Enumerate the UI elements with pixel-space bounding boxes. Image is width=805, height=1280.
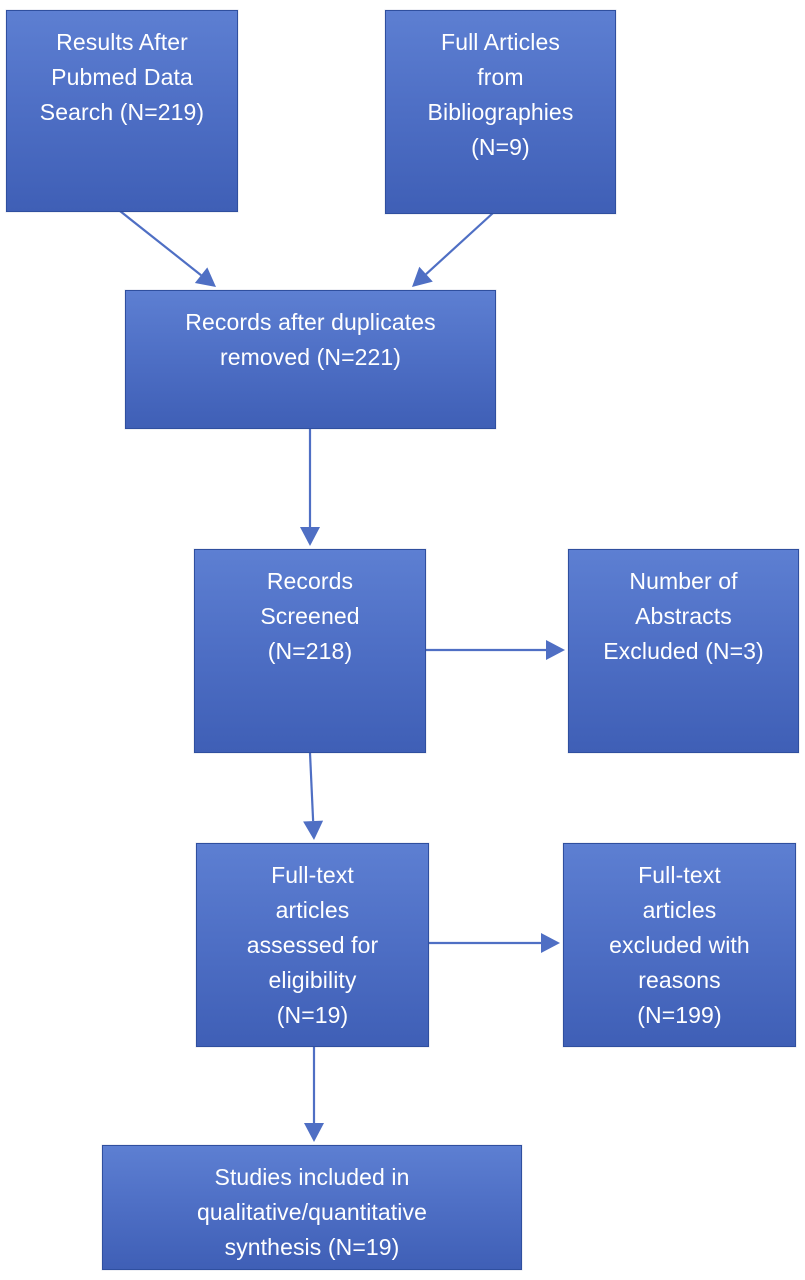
node-fulltext-assessed-label: Full-text articles assessed for eligibil…: [246, 862, 379, 1028]
node-studies-included: Studies included in qualitative/quantita…: [102, 1145, 522, 1270]
node-studies-included-label: Studies included in qualitative/quantita…: [197, 1164, 427, 1260]
node-fulltext-excluded: Full-text articles excluded with reasons…: [563, 843, 796, 1047]
arrow-records-screened-to-abstracts-excluded: [426, 640, 565, 660]
node-records-screened-label: Records Screened (N=218): [260, 568, 360, 664]
node-bibliography-articles-label: Full Articles from Bibliographies (N=9): [427, 29, 574, 160]
arrow-fulltext-assessed-to-fulltext-excluded: [429, 933, 560, 953]
node-records-screened: Records Screened (N=218): [194, 549, 426, 753]
node-fulltext-assessed: Full-text articles assessed for eligibil…: [196, 843, 429, 1047]
node-bibliography-articles: Full Articles from Bibliographies (N=9): [385, 10, 616, 214]
node-pubmed-results-label: Results After Pubmed Data Search (N=219): [39, 29, 205, 125]
node-duplicates-removed-label: Records after duplicates removed (N=221): [185, 309, 436, 370]
node-duplicates-removed: Records after duplicates removed (N=221): [125, 290, 496, 429]
arrow-records-screened-to-fulltext-assessed: [303, 752, 324, 840]
arrow-duplicates-removed-to-records-screened: [300, 429, 320, 546]
node-abstracts-excluded: Number of Abstracts Excluded (N=3): [568, 549, 799, 753]
arrow-bibliography-articles-to-duplicates-removed: [412, 212, 494, 287]
node-abstracts-excluded-label: Number of Abstracts Excluded (N=3): [603, 568, 764, 664]
node-fulltext-excluded-label: Full-text articles excluded with reasons…: [609, 862, 750, 1028]
node-pubmed-results: Results After Pubmed Data Search (N=219): [6, 10, 238, 212]
arrow-fulltext-assessed-to-studies-included: [304, 1047, 324, 1142]
arrow-pubmed-results-to-duplicates-removed: [119, 210, 216, 287]
